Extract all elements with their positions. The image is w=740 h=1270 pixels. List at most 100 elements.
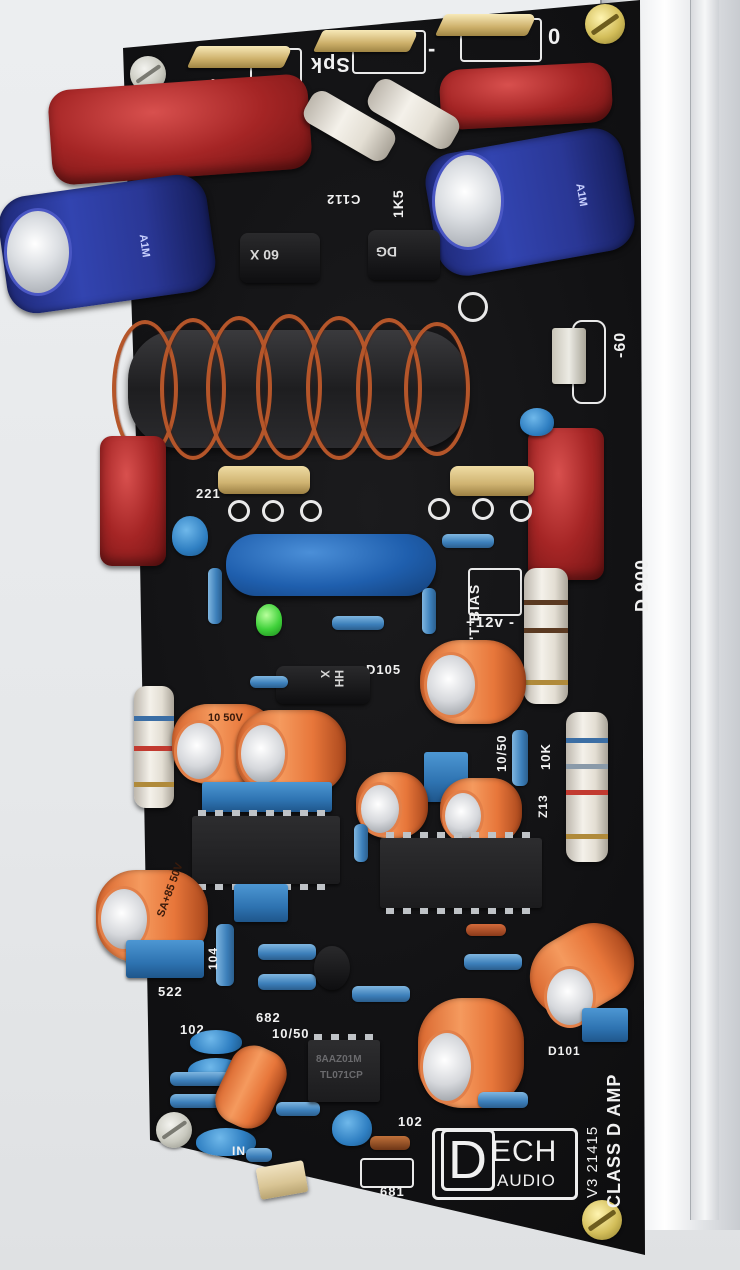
ceramic-capacitor (520, 408, 554, 436)
resistor (442, 534, 494, 548)
diode-mid: HH X (276, 666, 370, 704)
label-z13: Z13 (536, 794, 550, 818)
film-capacitor-red-right (528, 428, 604, 580)
speaker-terminal-plus[interactable] (186, 46, 294, 68)
resistor (354, 824, 368, 862)
resistor (352, 986, 410, 1002)
resistor (464, 954, 522, 970)
via-hole (428, 498, 450, 520)
label-522: 522 (158, 984, 183, 999)
capacitor-top-vent (98, 886, 150, 952)
speaker-terminal-minus[interactable] (312, 30, 420, 52)
brand-logo: D ECH AUDIO (432, 1128, 578, 1200)
cap-marking: A1M (573, 182, 590, 208)
logo-letter: D (441, 1129, 495, 1191)
ceramic-capacitor (190, 1030, 242, 1054)
mounting-hole (458, 292, 488, 322)
cap-marking: A1M (136, 233, 152, 259)
opamp-tl071: 8AAZ01M TL071CP (308, 1034, 380, 1102)
integrated-circuit-dip14-left (192, 810, 340, 890)
resistor (170, 1072, 230, 1086)
label-version: V3 21415 (584, 1125, 601, 1198)
mounting-screw-bottom-left (156, 1112, 192, 1148)
label-10-50-a: 10/50 (494, 734, 509, 772)
label-spk: Spk (310, 53, 350, 75)
power-resistor-right-lower (566, 712, 608, 862)
capacitor-top-vent (238, 722, 288, 786)
film-capacitor-blue (226, 534, 436, 596)
resistor (478, 1092, 528, 1108)
resistor (208, 568, 222, 624)
resistor (258, 974, 316, 990)
via-hole (262, 500, 284, 522)
box-capacitor-blue (126, 940, 204, 978)
input-connector[interactable] (255, 1160, 309, 1200)
box-capacitor-blue (582, 1008, 628, 1042)
film-capacitor-red-large (47, 73, 313, 186)
box-capacitor-blue (234, 884, 288, 922)
power-resistor-left (134, 686, 174, 808)
copper-winding (404, 322, 470, 456)
resistor-tan-right (450, 466, 534, 496)
resistor-tan-left (218, 466, 310, 494)
label-102-c: 102 (398, 1114, 423, 1129)
label-104: 104 (206, 946, 220, 970)
capacitor-top-vent (420, 1030, 474, 1104)
resistor (422, 588, 436, 634)
film-capacitor-red-left (100, 436, 166, 566)
diode-right: DG (368, 230, 440, 280)
label-1k5: 1K5 (390, 189, 406, 218)
footprint-outline (468, 568, 522, 616)
label-zero: 0 (548, 24, 562, 49)
integrated-circuit-dip16-right (380, 832, 542, 914)
label-221: 221 (196, 486, 221, 501)
resistor-10k (512, 730, 528, 786)
via-hole (472, 498, 494, 520)
resistor (276, 1102, 320, 1116)
capacitor-top-vent (4, 208, 72, 296)
ceramic-capacitor (332, 1110, 372, 1146)
film-capacitor-red-top-right (438, 61, 614, 131)
supply-connector-60v[interactable] (552, 328, 586, 384)
capacitor-top-vent (544, 966, 596, 1028)
resistor-104 (216, 924, 234, 986)
speaker-terminal-zero[interactable] (434, 14, 538, 36)
resistor (250, 676, 288, 688)
label-bias: 'T BIAS (466, 583, 482, 640)
resistor (370, 1136, 410, 1150)
label-c112: C112 (326, 192, 361, 207)
logo-ech: ECH (491, 1135, 558, 1168)
label-input: IN (232, 1144, 246, 1158)
label-682: 682 (256, 1010, 281, 1025)
mounting-screw-top-right (585, 4, 625, 44)
label-class-d-amp: CLASS D AMP (604, 1073, 624, 1208)
box-capacitor-blue (202, 782, 332, 812)
label-minus-60: -60 (612, 331, 629, 358)
mounting-screw-bottom-right (582, 1200, 622, 1240)
label-10-50-b: 10/50 (272, 1026, 310, 1041)
label-plus-12v: +12v - (466, 614, 515, 631)
resistor (246, 1148, 272, 1162)
zener-diode (466, 924, 506, 936)
via-hole (510, 500, 532, 522)
label-d105: D105 (366, 662, 402, 677)
diode-left: 60 X (240, 233, 320, 283)
via-hole (228, 500, 250, 522)
resistor (332, 616, 384, 630)
heatsink-fin-edge (690, 0, 719, 1220)
label-681: 681 (380, 1184, 405, 1199)
label-d900: D 900 (632, 558, 652, 612)
capacitor-top-vent (432, 152, 504, 250)
capacitor-top-vent (424, 652, 478, 718)
label-d101: D101 (548, 1044, 581, 1058)
logo-audio: AUDIO (497, 1171, 556, 1190)
via-hole (300, 500, 322, 522)
status-led-green (256, 604, 282, 636)
capacitor-top-vent (358, 782, 402, 836)
transistor-to92 (314, 946, 350, 990)
label-10k: 10K (538, 743, 553, 770)
capacitor-top-vent (174, 720, 224, 782)
resistor (258, 944, 316, 960)
ceramic-capacitor (172, 516, 208, 556)
